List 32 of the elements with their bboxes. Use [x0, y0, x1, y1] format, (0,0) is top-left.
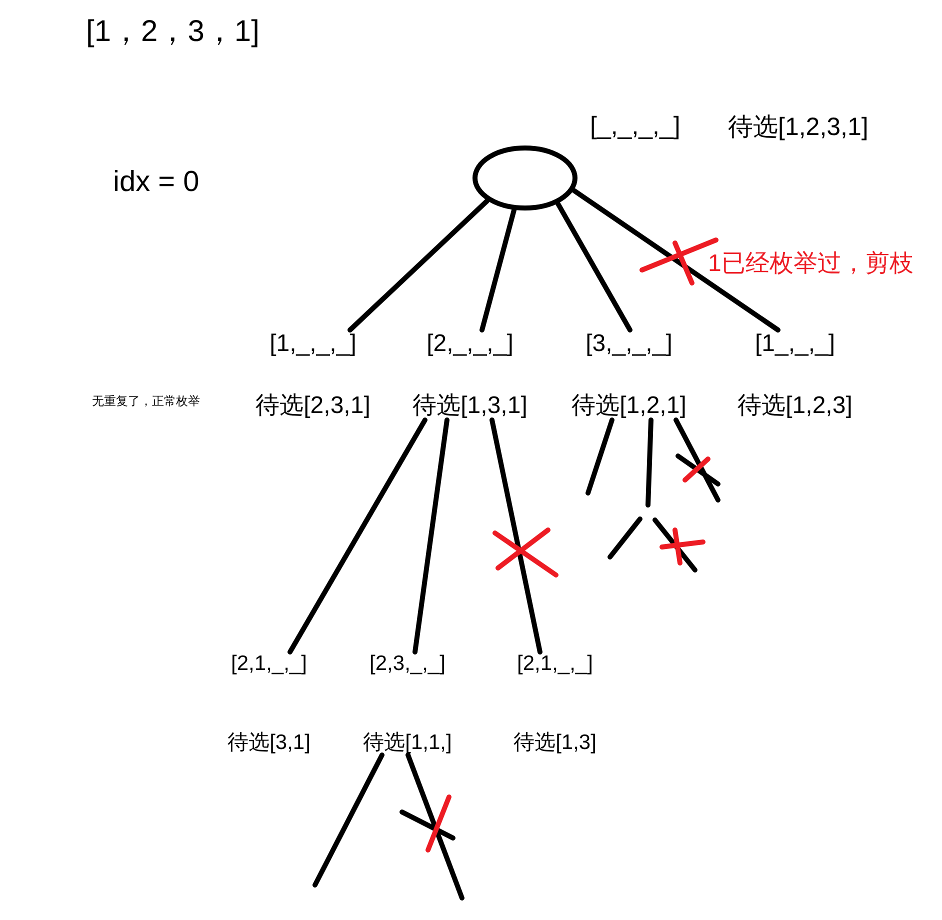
branch-line [348, 198, 490, 332]
index-label: idx = 0 [113, 166, 200, 200]
branch-line [412, 418, 450, 654]
branch-line [646, 418, 654, 508]
candidate-label: 待选[1,2,3] [738, 392, 852, 420]
branch-line [288, 418, 428, 654]
note-label: 无重复了，正常枚举 [92, 395, 200, 409]
candidate-label: 待选[1,1,] [363, 730, 452, 755]
branch-line [556, 201, 632, 332]
array-state-label: [3,_,_,_] [586, 330, 672, 358]
branch-line [406, 752, 464, 900]
branch-line [480, 208, 516, 332]
array-state-label: [2,_,_,_] [426, 330, 514, 358]
candidate-label: 待选[2,3,1] [256, 392, 370, 420]
array-state-label: [2,1,_,_] [231, 652, 307, 676]
array-state-label: [2,3,_,_] [370, 652, 446, 676]
candidate-label: 待选[3,1] [228, 730, 310, 755]
array-state-label: [2,1,_,_] [517, 652, 593, 676]
branch-line [674, 418, 720, 502]
candidate-label: 待选[1,2,1] [572, 392, 686, 420]
candidate-label: 待选[1,3] [514, 730, 596, 755]
branch-line [572, 188, 780, 332]
candidate-label: 待选[1,2,3,1] [728, 113, 868, 142]
candidate-label: 待选[1,3,1] [412, 392, 528, 420]
array-label: [1，2，3，1] [86, 15, 260, 50]
array-state-label: [1,_,_,_] [270, 330, 356, 358]
array-state-label: [1_,_,_] [754, 330, 836, 358]
note-label: 1已经枚举过，剪枝 [708, 250, 914, 278]
branch-line [586, 418, 614, 496]
array-state-label: [_,_,_,_] [590, 112, 680, 141]
branch-line [312, 752, 384, 888]
branch-line [490, 418, 542, 654]
